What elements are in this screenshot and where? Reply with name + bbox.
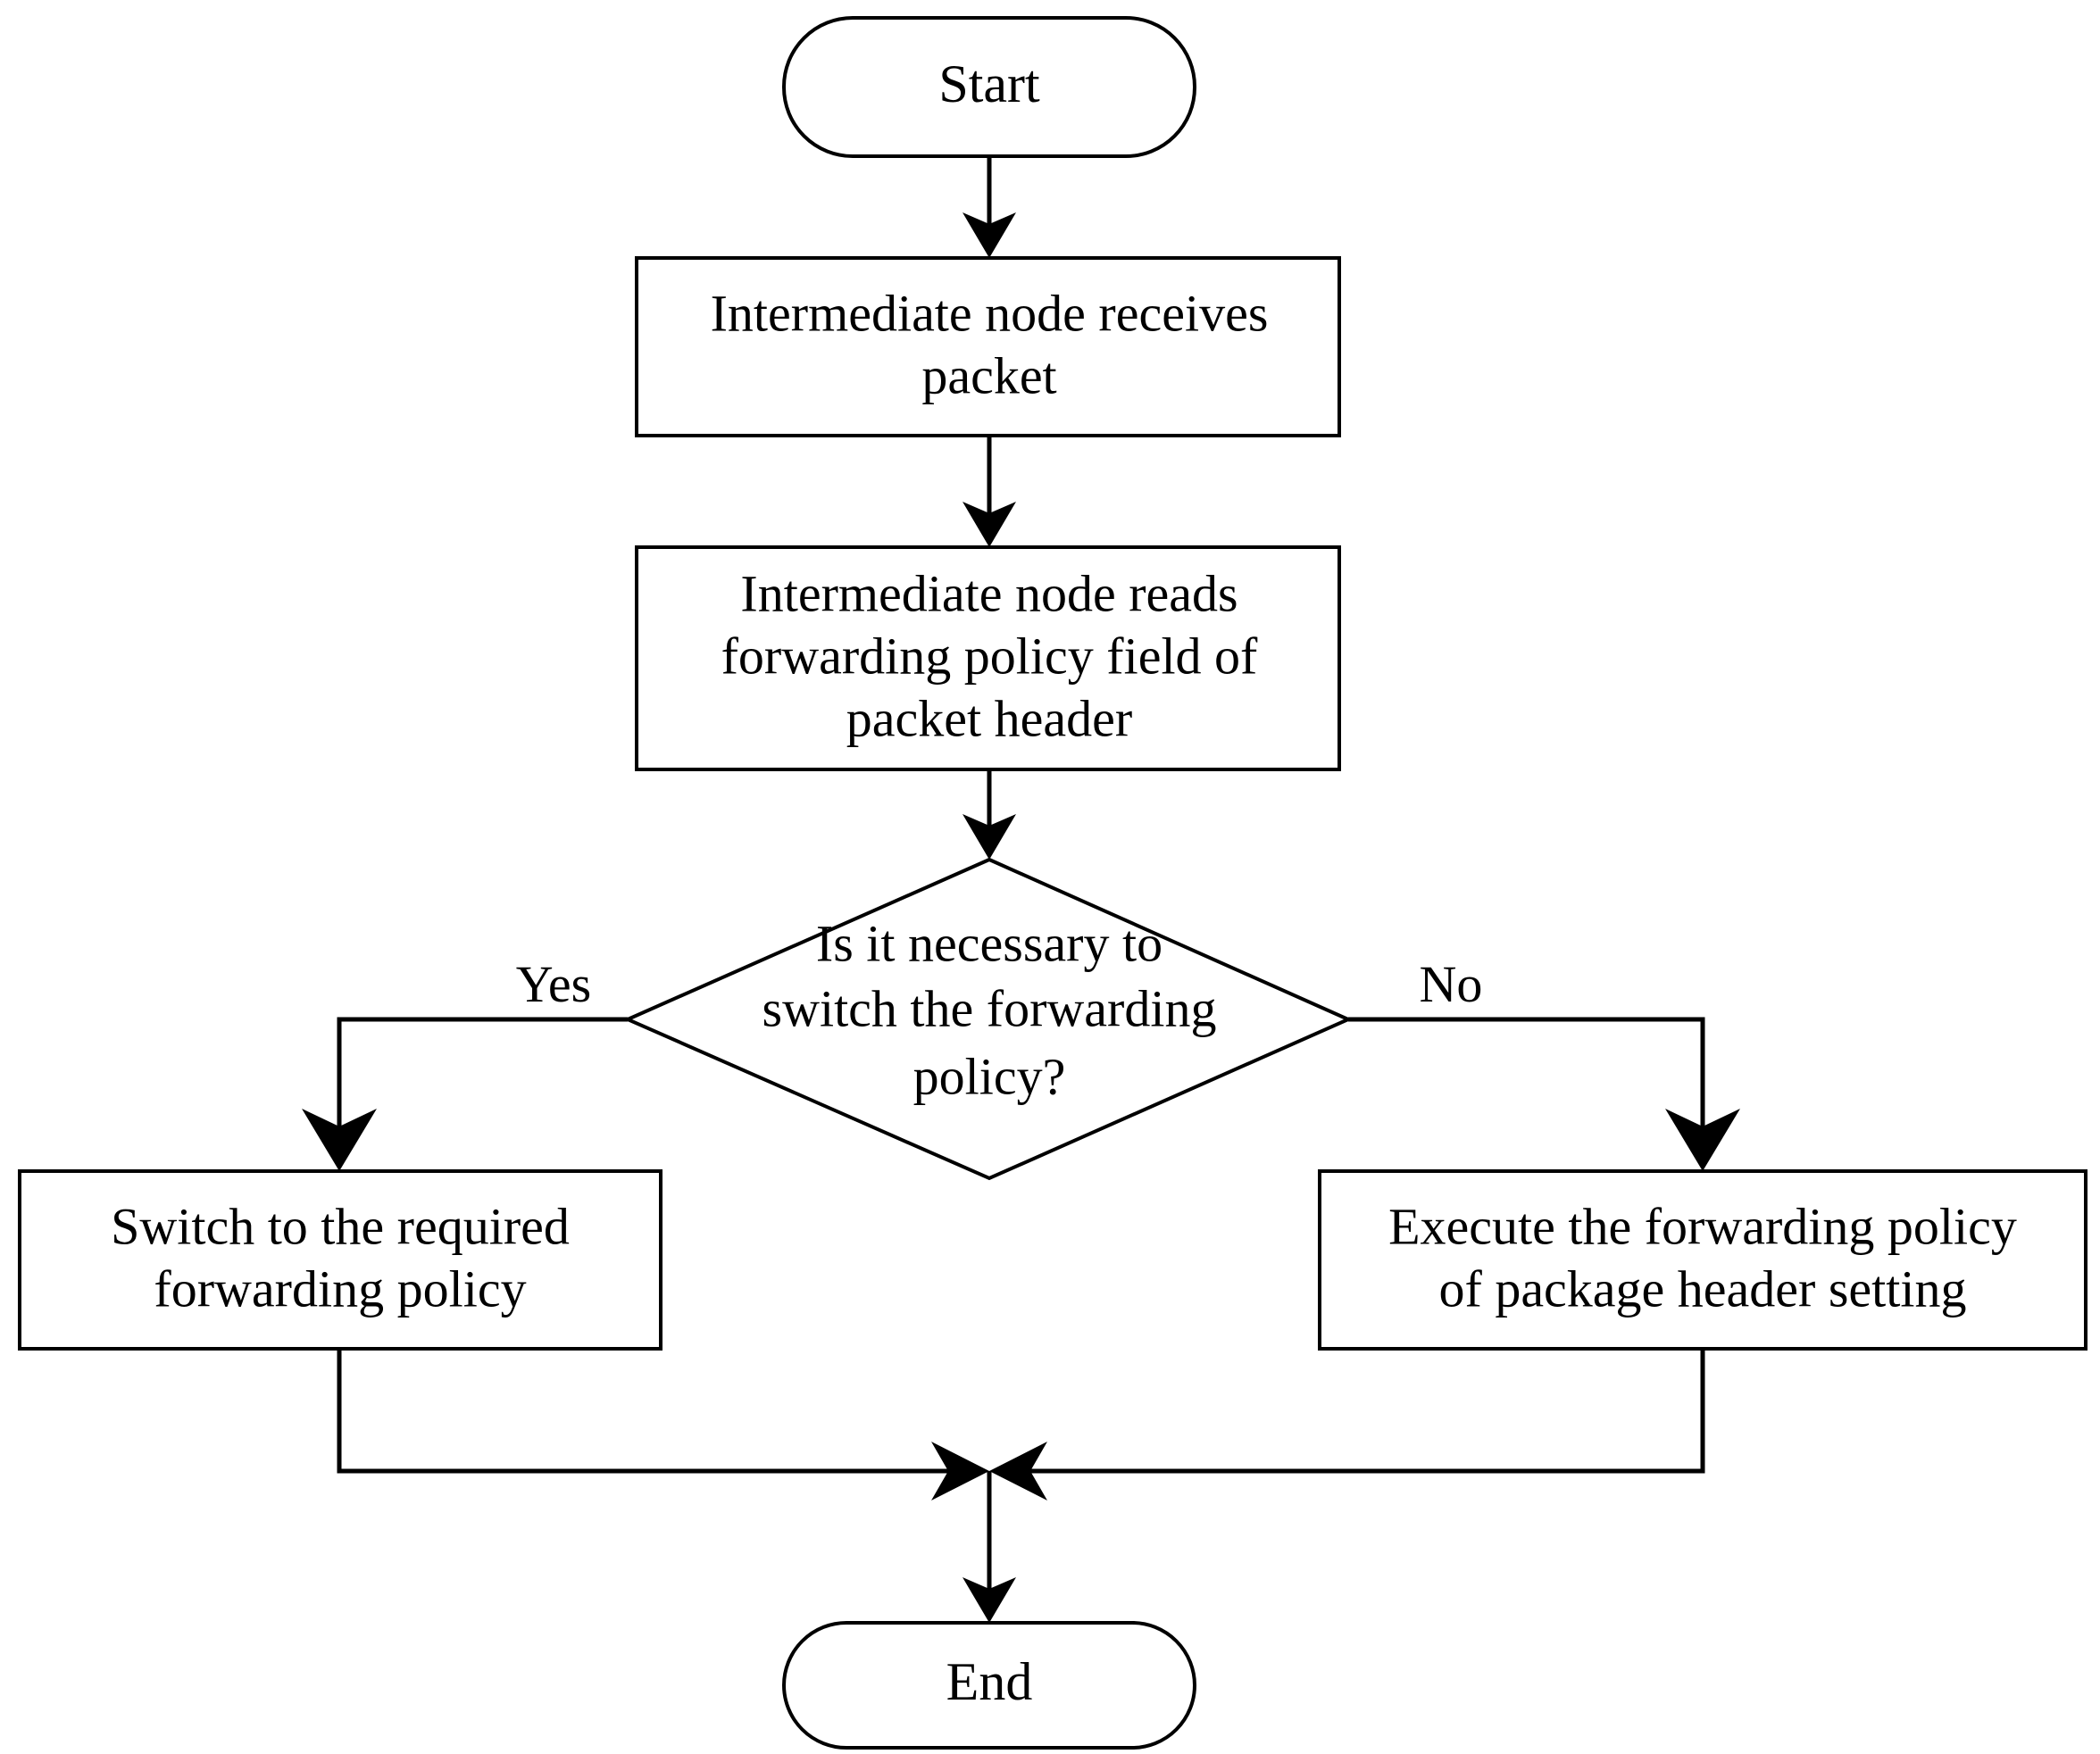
node-decision-line-3: policy?: [913, 1047, 1066, 1105]
node-switch-policy-line-2: forwarding policy: [154, 1259, 526, 1318]
edge-decision-to-execute: [1348, 1017, 1740, 1171]
arrow-head-icon: [1665, 1109, 1740, 1171]
edge-label-no: No: [1420, 955, 1483, 1013]
node-receive-packet-line-2: packet: [921, 346, 1056, 404]
node-execute-policy-line-2: of package header setting: [1439, 1259, 1967, 1318]
edge-junction-to-end: [962, 1471, 1016, 1623]
arrow-head-icon: [989, 1442, 1047, 1500]
node-execute-policy[interactable]: Execute the forwarding policy of package…: [1318, 1169, 2088, 1351]
node-decision-line-1: Is it necessary to: [816, 914, 1162, 972]
node-switch-policy-line-1: Switch to the required: [111, 1197, 570, 1255]
edge-switch-to-end: [337, 1348, 989, 1500]
node-start[interactable]: Start: [782, 16, 1196, 158]
arrow-head-icon: [962, 502, 1016, 547]
arrow-head-icon: [302, 1109, 377, 1171]
arrow-head-icon: [962, 1577, 1016, 1623]
node-decision-line-2: switch the forwarding: [762, 979, 1217, 1037]
edge-decision-to-switch: [302, 1017, 628, 1171]
arrow-head-icon: [962, 814, 1016, 860]
node-switch-policy[interactable]: Switch to the required forwarding policy: [18, 1169, 662, 1351]
arrow-head-icon: [962, 212, 1016, 258]
edge-receive-to-read: [962, 436, 1016, 547]
node-read-policy-field-line-3: packet header: [846, 689, 1132, 747]
arrow-head-icon: [931, 1442, 989, 1500]
node-end[interactable]: End: [782, 1621, 1196, 1750]
edge-execute-to-end: [989, 1348, 1705, 1500]
node-decision-switch-policy[interactable]: Is it necessary to switch the forwarding…: [623, 857, 1353, 1181]
edge-start-to-receive: [962, 156, 1016, 258]
node-end-label: End: [946, 1652, 1033, 1711]
edge-read-to-decision: [962, 769, 1016, 860]
node-execute-policy-line-1: Execute the forwarding policy: [1388, 1197, 2017, 1255]
node-read-policy-field-line-1: Intermediate node reads: [740, 564, 1238, 622]
node-start-label: Start: [938, 54, 1040, 113]
node-read-policy-field-line-2: forwarding policy field of: [721, 627, 1258, 685]
node-receive-packet-line-1: Intermediate node receives: [711, 284, 1269, 342]
node-receive-packet[interactable]: Intermediate node receives packet: [635, 256, 1341, 437]
edge-label-yes: Yes: [516, 955, 591, 1013]
node-read-policy-field[interactable]: Intermediate node reads forwarding polic…: [635, 545, 1341, 771]
